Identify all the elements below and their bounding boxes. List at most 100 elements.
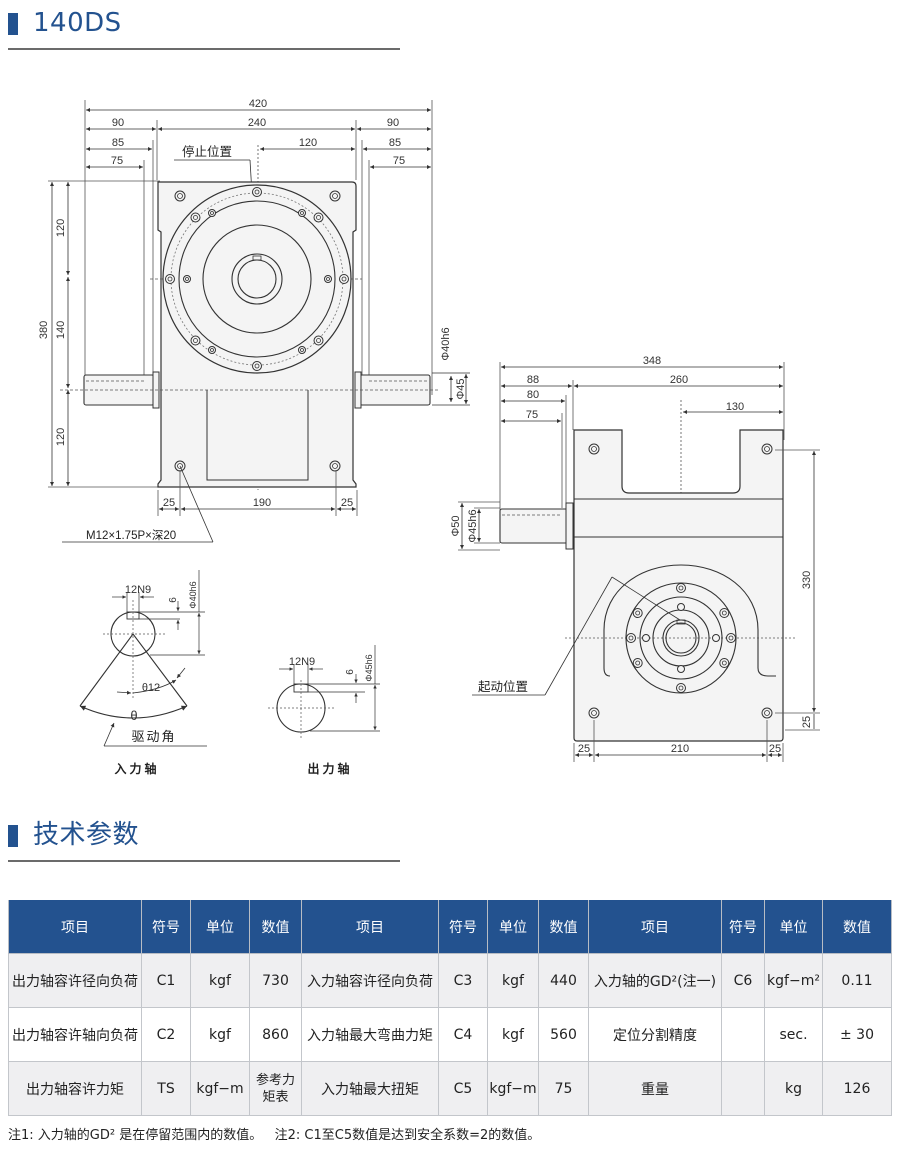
col-header-symbol: 符号 [721,900,765,954]
col-header-item: 项目 [8,900,142,954]
bolt-hole [208,209,216,217]
bolt-hole [183,275,191,283]
dim-85-left: 85 [112,137,124,149]
table-cell: 入力轴容许径向负荷 [301,953,439,1008]
side-view: 348 88 260 80 75 130 [450,355,820,762]
output-shaft-detail: 12N9 6 Φ45h6 出力轴 [268,645,380,776]
bolt-hole [329,460,341,472]
dim-190: 190 [253,497,271,509]
table-cell: 入力轴的GD²(注一) [588,953,722,1008]
bolt-hole-inner [764,710,770,716]
col-header-value: 数值 [538,900,589,954]
output-depth-label: 6 [345,669,356,675]
technical-drawing: 420 90 240 90 85 120 85 75 75 停止位置 380 1… [0,60,900,820]
table-cell: C1 [141,953,191,1008]
col-header-item: 项目 [301,900,439,954]
bolt-hole [329,190,341,202]
dim-330: 330 [801,571,813,589]
model-section-header: 140DS [8,4,400,50]
bolt-hole [626,633,636,643]
dim-25-left: 25 [163,497,175,509]
bolt-hole-inner [764,446,770,452]
bolt-hole [252,361,262,371]
bolt-hole-inner [341,276,347,282]
dim-120-bottom: 120 [55,428,67,446]
table-cell: C2 [141,1007,191,1062]
bolt-hole-inner [721,610,727,616]
col-header-unit: 单位 [487,900,539,954]
bolt-hole-inner [332,463,338,469]
table-cell: 参考力矩表 [249,1061,302,1116]
dim-80: 80 [527,389,539,401]
bolt-hole [190,212,201,223]
footnotes: 注1: 入力轴的GD² 是在停留范围内的数值。 注2: C1至C5数值是达到安全… [8,1124,540,1143]
bolt-hole [339,274,349,284]
col-header-unit: 单位 [190,900,250,954]
bolt-hole-inner [210,348,214,352]
table-cell: 出力轴容许轴向负荷 [8,1007,142,1062]
stop-position-label: 停止位置 [182,144,232,159]
input-angle-label: θ12 [142,682,160,694]
bolt-hole-inner [591,446,597,452]
input-shaft-detail: 12N9 6 Φ40h6 θ12 θ 驱动角 入力轴 [79,570,207,776]
table-cell: kgf [190,953,250,1008]
bolt-hole-inner [591,710,597,716]
bolt-hole-inner [728,635,734,641]
output-key-label: 12N9 [289,656,315,668]
bolt-hole [632,658,643,668]
spec-table: 项目 符号 单位 数值 项目 符号 单位 数值 项目 符号 单位 数值 出力轴容… [8,900,892,1116]
table-cell: 入力轴最大扭矩 [301,1061,439,1116]
bolt-hole [208,346,216,354]
dim-25-left: 25 [578,743,590,755]
dim-348: 348 [643,355,661,367]
start-position-label: 起动位置 [478,679,528,694]
bolt-hole-inner [167,276,173,282]
dim-260: 260 [670,374,688,386]
dim-phi50: Φ50 [450,515,462,536]
dim-phi45h6: Φ45h6 [467,509,479,542]
section-marker [8,825,18,847]
params-section-header: 技术参数 [8,816,400,862]
col-header-value: 数值 [249,900,302,954]
table-cell: C3 [438,953,488,1008]
dim-130: 130 [726,401,744,413]
table-cell: kgf [487,953,539,1008]
table-cell: 重量 [588,1061,722,1116]
dim-25-right: 25 [341,497,353,509]
input-shaft-caption: 入力轴 [114,761,159,776]
bolt-hole-inner [193,215,198,220]
dim-120-top: 120 [55,219,67,237]
table-cell: kgf [487,1007,539,1062]
dim-210: 210 [671,743,689,755]
bolt-hole-inner [185,277,189,281]
bolt-hole-inner [300,348,304,352]
dim-240: 240 [248,117,266,129]
table-cell: 定位分割精度 [588,1007,722,1062]
bolt-hole [677,665,685,673]
drive-angle-label: 驱动角 [131,729,176,744]
table-cell: C4 [438,1007,488,1062]
dim-25-right: 25 [769,743,781,755]
table-cell: 75 [538,1061,589,1116]
input-depth-label: 6 [168,597,179,603]
bolt-hole-inner [300,211,304,215]
dim-120: 120 [299,137,317,149]
bolt-hole-inner [177,463,183,469]
col-header-symbol: 符号 [141,900,191,954]
bolt-hole [588,707,600,719]
bolt-hole-inner [177,193,183,199]
bolt-hole [712,634,720,642]
theta-label: θ [130,708,137,723]
table-cell: kgf−m [487,1061,539,1116]
bolt-hole [165,274,175,284]
table-cell: 入力轴最大弯曲力矩 [301,1007,439,1062]
bolt-hole [298,346,306,354]
bolt-hole [298,209,306,217]
bolt-hole-inner [326,277,330,281]
section-marker [8,13,18,35]
bolt-hole [174,190,186,202]
bolt-hole [252,187,262,197]
bolt-hole-inner [193,338,198,343]
table-cell: 440 [538,953,589,1008]
table-header-row: 项目 符号 单位 数值 项目 符号 单位 数值 项目 符号 单位 数值 [8,900,892,954]
